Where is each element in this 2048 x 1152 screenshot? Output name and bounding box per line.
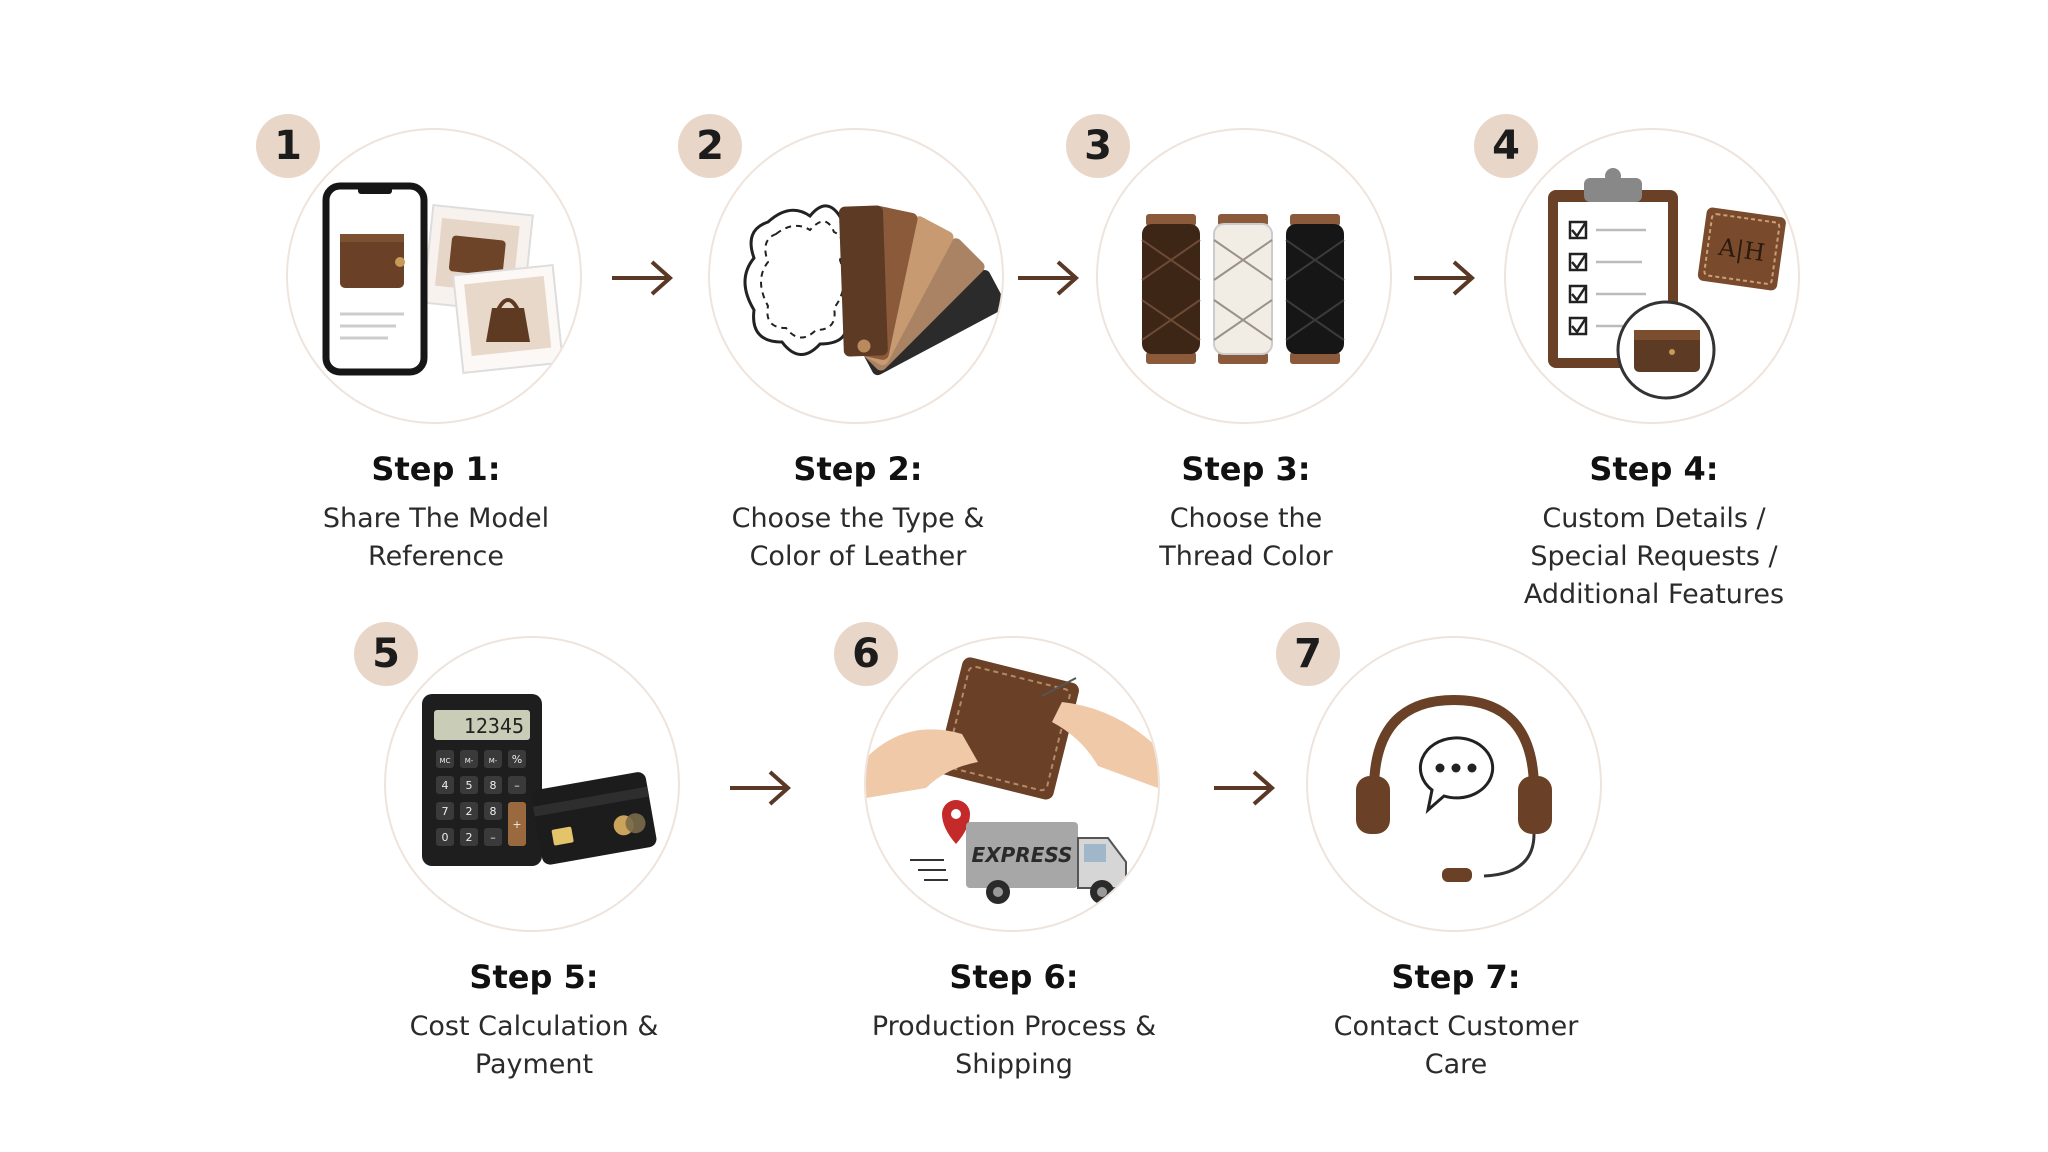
calculator-key: – <box>490 831 496 844</box>
arrow-right-icon <box>1414 260 1476 296</box>
arrow-right-icon <box>1214 770 1276 806</box>
calculator-key: 7 <box>442 805 449 818</box>
step-1-illustration: 1 <box>256 114 586 428</box>
calculator-key: M- <box>489 757 498 765</box>
step-3-illustration: 3 <box>1066 114 1396 428</box>
calculator-key: 8 <box>490 779 497 792</box>
calculator-payment-icon: 12345 MC M- M-% 4 5 8 – 7 2 8 +0 2 – <box>384 636 680 932</box>
step-description: Production Process &Shipping <box>871 1011 1157 1080</box>
calculator-key: + <box>512 818 521 831</box>
step-title: Step 4: <box>1589 450 1719 488</box>
calculator-key: 2 <box>466 805 473 818</box>
step-title: Step 7: <box>1391 958 1521 996</box>
arrow-right-icon <box>1018 260 1080 296</box>
arrow-right-icon <box>730 770 792 806</box>
step-6-illustration: 6 EXPRESS <box>834 622 1164 936</box>
step-number-badge: 3 <box>1066 114 1130 178</box>
step-description: Custom Details /Special Requests /Additi… <box>1523 503 1785 610</box>
step-7-illustration: 7 <box>1276 622 1606 936</box>
svg-text:EXPRESS: EXPRESS <box>972 843 1073 867</box>
step-3: 3 <box>1036 114 1456 576</box>
svg-text:12345: 12345 <box>464 714 524 738</box>
calculator-key: MC <box>440 757 451 765</box>
step-number-badge: 1 <box>256 114 320 178</box>
step-number-badge: 5 <box>354 622 418 686</box>
step-2-illustration: 2 <box>678 114 1008 428</box>
step-4: 4 A|H <box>1444 114 1864 614</box>
step-number-badge: 7 <box>1276 622 1340 686</box>
calculator-key: M- <box>465 757 474 765</box>
step-title: Step 3: <box>1181 450 1311 488</box>
step-6: 6 EXPRESS Step 6: <box>804 622 1224 1084</box>
headset-support-icon <box>1306 636 1602 932</box>
step-4-illustration: 4 A|H <box>1474 114 1804 428</box>
calculator-key: 4 <box>442 779 449 792</box>
production-shipping-icon: EXPRESS <box>864 636 1160 932</box>
step-2: 2 Step 2: Choose the Type &Color of Leat… <box>648 114 1068 576</box>
phone-reference-icon <box>286 128 582 424</box>
arrow-right-icon <box>612 260 674 296</box>
step-number-badge: 6 <box>834 622 898 686</box>
step-title: Step 5: <box>469 958 599 996</box>
step-number-badge: 2 <box>678 114 742 178</box>
step-title: Step 6: <box>949 958 1079 996</box>
calculator-key: 2 <box>466 831 473 844</box>
calculator-key: 5 <box>466 779 473 792</box>
calculator-key: 8 <box>490 805 497 818</box>
leather-swatch-icon <box>708 128 1004 424</box>
step-5: 5 12345 MC M- M-% 4 5 8 – 7 2 8 +0 2 – Step 5: Cost … <box>324 622 744 1084</box>
calculator-key: 0 <box>442 831 449 844</box>
step-title: Step 1: <box>371 450 501 488</box>
step-number-badge: 4 <box>1474 114 1538 178</box>
calculator-key: % <box>512 753 522 766</box>
calculator-key: – <box>514 779 520 792</box>
step-description: Choose the Type &Color of Leather <box>731 503 985 572</box>
step-5-illustration: 5 12345 MC M- M-% 4 5 8 – 7 2 8 +0 2 – <box>354 622 684 936</box>
step-title: Step 2: <box>793 450 923 488</box>
step-description: Cost Calculation &Payment <box>409 1011 659 1080</box>
thread-spools-icon <box>1096 128 1392 424</box>
clipboard-checklist-icon: A|H <box>1504 128 1800 424</box>
